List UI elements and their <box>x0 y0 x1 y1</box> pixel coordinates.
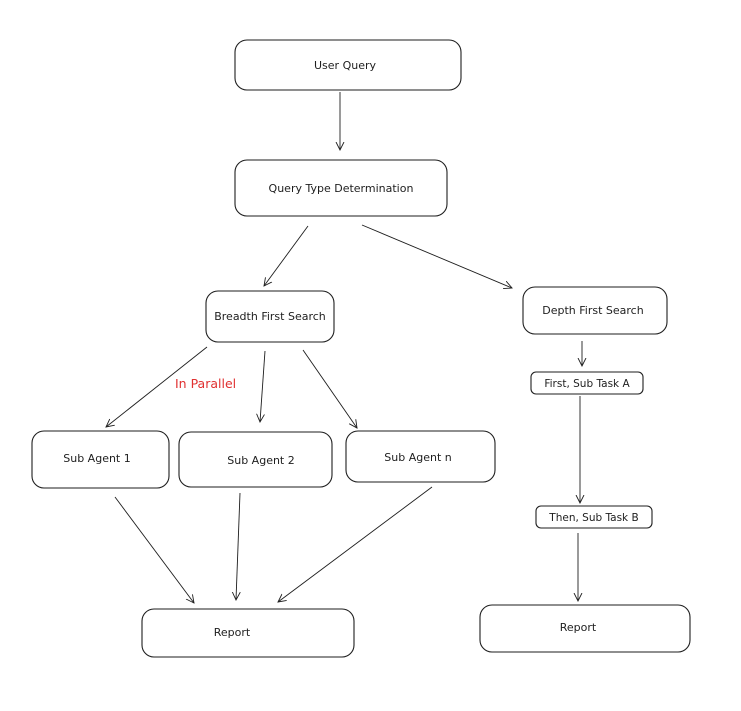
node-bfs-label: Breadth First Search <box>214 310 326 323</box>
node-then-sub-task-b[interactable]: Then, Sub Task B <box>535 505 653 529</box>
node-task-a-label: First, Sub Task A <box>544 378 630 390</box>
arrow-sub-agent-1-to-report <box>114 496 194 603</box>
annotation-in-parallel: In Parallel <box>175 376 236 391</box>
arrow-sub-agent-n-to-report <box>278 486 433 602</box>
node-sub-agent-2[interactable]: Sub Agent 2 <box>178 431 333 488</box>
node-report-left-label: Report <box>214 626 251 639</box>
node-first-sub-task-a[interactable]: First, Sub Task A <box>530 371 644 395</box>
node-sub-agent-1[interactable]: Sub Agent 1 <box>31 430 170 489</box>
node-user-query[interactable]: User Query <box>234 39 462 91</box>
node-dfs-label: Depth First Search <box>542 304 643 317</box>
arrow-bfs-to-sub-agent-2 <box>260 350 266 422</box>
node-sub-agent-1-label: Sub Agent 1 <box>63 452 131 465</box>
node-report-right-label: Report <box>560 621 597 634</box>
node-sub-agent-n-label: Sub Agent n <box>384 451 451 464</box>
node-breadth-first-search[interactable]: Breadth First Search <box>205 290 335 343</box>
arrow-query-type-to-bfs <box>264 225 309 286</box>
node-sub-agent-n[interactable]: Sub Agent n <box>345 430 496 483</box>
arrow-query-type-to-dfs <box>361 224 512 288</box>
connectors <box>106 92 582 603</box>
node-report-right[interactable]: Report <box>479 604 691 653</box>
node-report-left[interactable]: Report <box>141 608 355 658</box>
arrow-bfs-to-sub-agent-n <box>302 349 357 428</box>
arrow-sub-agent-2-to-report <box>236 492 240 600</box>
arrow-bfs-to-sub-agent-1 <box>106 346 208 427</box>
node-query-type-determination[interactable]: Query Type Determination <box>234 159 448 217</box>
node-sub-agent-2-label: Sub Agent 2 <box>227 454 295 467</box>
node-depth-first-search[interactable]: Depth First Search <box>522 286 668 335</box>
node-user-query-label: User Query <box>314 59 376 72</box>
node-query-type-label: Query Type Determination <box>269 182 414 195</box>
node-task-b-label: Then, Sub Task B <box>548 512 638 524</box>
